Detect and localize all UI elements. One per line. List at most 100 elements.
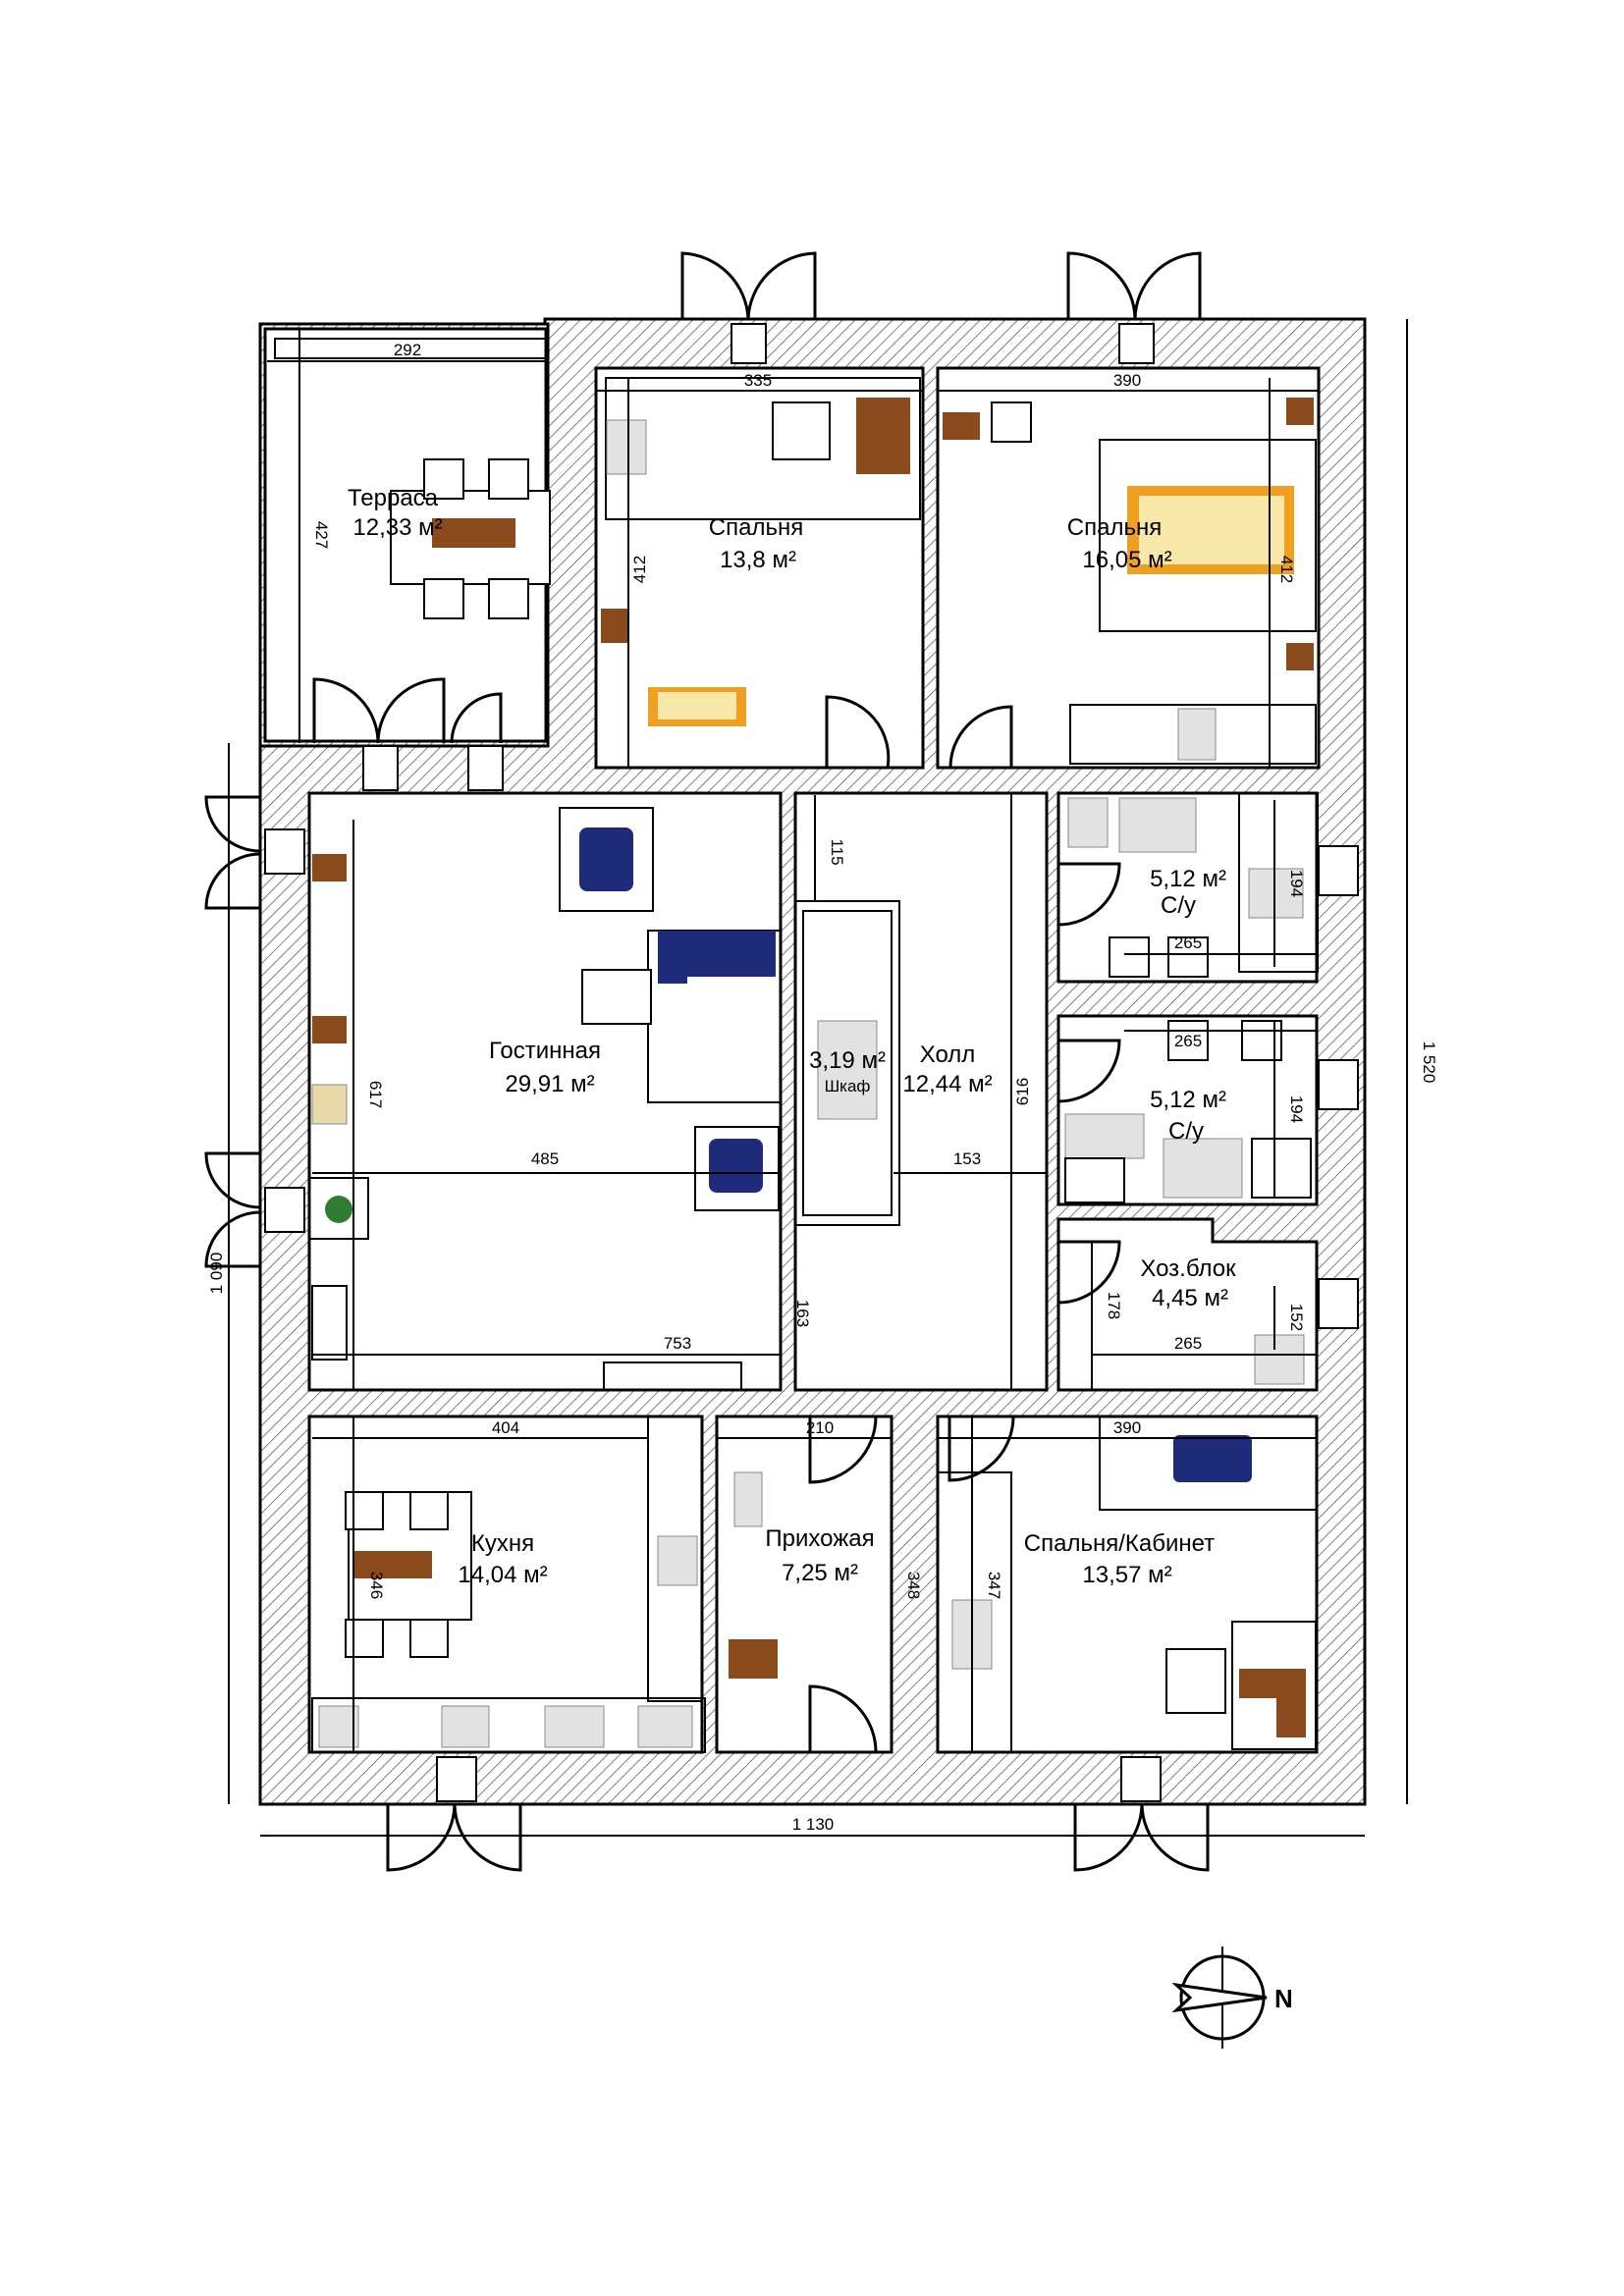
living-plant — [325, 1196, 352, 1223]
dim-hall-depth: 616 — [1013, 1078, 1032, 1105]
terrace-beam — [274, 338, 549, 359]
room-labels: Терраса 12,33 м² Спальня 13,8 м² Спальня… — [348, 485, 1236, 1588]
windows — [264, 323, 1359, 1802]
room-living — [307, 791, 783, 1392]
window-terrace-2 — [467, 745, 504, 791]
kitchen-appliance-3 — [544, 1705, 605, 1748]
window-right-3 — [1318, 1278, 1359, 1329]
bedroom2-stool — [991, 401, 1032, 443]
kitchen-chair-4 — [409, 1619, 449, 1658]
bed-zone — [1099, 439, 1317, 632]
entry-dresser — [729, 1639, 778, 1679]
entry-wardrobe — [733, 1471, 763, 1527]
door-entry-top — [808, 1415, 878, 1484]
compass: N — [1171, 1947, 1293, 2049]
dim-bath2-width: 265 — [1174, 1032, 1202, 1050]
dim-living-depth: 617 — [366, 1081, 385, 1108]
terrace-table — [432, 518, 515, 548]
window-right-1 — [1318, 845, 1359, 896]
utility-boiler — [1254, 1334, 1305, 1385]
window-left-2 — [264, 1187, 305, 1233]
hall-area: 12,44 м² — [902, 1071, 992, 1097]
window-top-1 — [731, 323, 767, 364]
hall-name: Холл — [920, 1041, 976, 1068]
dim-bedroom2-depth: 412 — [1277, 556, 1296, 583]
dim-hall-width: 153 — [953, 1149, 981, 1168]
dim-bedroom2-width: 390 — [1113, 371, 1141, 390]
bath2-washer — [1251, 1138, 1312, 1199]
living-shelf-2 — [312, 1016, 347, 1043]
furniture — [311, 398, 1317, 1750]
door-left-3 — [204, 1151, 261, 1209]
living-sofa — [658, 931, 776, 984]
dim-living-width: 485 — [531, 1149, 559, 1168]
door-terrace-2 — [376, 677, 446, 744]
bedroom1-mattress — [658, 692, 736, 720]
dim-utility-depth: 178 — [1105, 1292, 1123, 1319]
terrace-chair-2 — [488, 458, 529, 500]
door-terrace-1 — [312, 677, 380, 744]
room-utility — [1056, 1217, 1319, 1392]
study-wardrobe — [937, 1471, 1012, 1753]
door-bottom-4 — [1140, 1803, 1210, 1872]
kitchen-area: 14,04 м² — [458, 1562, 547, 1588]
kitchen-table — [353, 1551, 432, 1578]
kitchen-name: Кухня — [471, 1530, 534, 1557]
bedroom1-chair — [772, 401, 831, 460]
bedroom2-mattress — [1139, 496, 1284, 564]
window-top-2 — [1118, 323, 1155, 364]
bath2-toilet — [1167, 1020, 1209, 1061]
closet-name: Шкаф — [825, 1077, 871, 1095]
door-study — [947, 1415, 1015, 1482]
door-top-left-2 — [746, 251, 817, 320]
bath1-sink — [1118, 797, 1197, 853]
dim-kitchen-depth: 346 — [367, 1572, 386, 1599]
door-top-left-1 — [680, 251, 750, 320]
door-bottom-2 — [453, 1803, 522, 1872]
study-name: Спальня/Кабинет — [1024, 1530, 1215, 1557]
bath1-area: 5,12 м² — [1150, 866, 1226, 892]
bedroom2-nightstand-1 — [1286, 398, 1314, 425]
terrace-chair-1 — [423, 458, 464, 500]
bedroom2-nightstand-2 — [1286, 643, 1314, 670]
living-shelf-1 — [312, 854, 347, 881]
bedroom1-area: 13,8 м² — [720, 547, 796, 573]
dim-study-width: 390 — [1113, 1418, 1141, 1437]
dim-bath2-depth: 194 — [1287, 1095, 1306, 1123]
closet-box — [794, 900, 900, 1226]
dim-house-width: 1 130 — [792, 1815, 835, 1834]
bedroom1-name: Спальня — [709, 514, 803, 541]
kitchen-chair-2 — [409, 1491, 449, 1530]
dim-entry-depth: 348 — [904, 1572, 923, 1599]
bedroom1-nightstand — [601, 609, 628, 643]
dim-utility-width: 265 — [1174, 1334, 1202, 1353]
dim-living-total: 753 — [664, 1334, 691, 1353]
living-name: Гостинная — [489, 1038, 601, 1064]
doors — [204, 251, 1210, 1872]
bedroom2-area: 16,05 м² — [1082, 547, 1171, 573]
window-left-1 — [264, 828, 305, 875]
kitchen-appliance-2 — [441, 1705, 490, 1748]
kitchen-fridge — [657, 1535, 698, 1586]
dim-bath1-depth: 194 — [1287, 870, 1306, 897]
kitchen-appliance-4 — [637, 1705, 693, 1748]
study-sofa-zone — [1099, 1415, 1318, 1511]
dim-terrace-width: 292 — [394, 341, 421, 359]
door-top-right-1 — [1066, 251, 1137, 320]
door-top-right-2 — [1133, 251, 1202, 320]
terrace-chair-3 — [423, 578, 464, 619]
study-chair — [1165, 1648, 1226, 1714]
dim-utility-small: 152 — [1287, 1304, 1306, 1331]
plant-zone — [308, 1177, 369, 1240]
dim-bedroom1-depth: 412 — [630, 556, 649, 583]
utility-area: 4,45 м² — [1152, 1285, 1228, 1311]
closet-area: 3,19 м² — [809, 1047, 886, 1074]
living-armchair — [579, 828, 633, 891]
door-bath1 — [1057, 862, 1121, 927]
dim-hall-lower: 163 — [793, 1300, 812, 1327]
dim-terrace-depth: 427 — [312, 521, 331, 549]
dim-house-total-depth: 1 520 — [1420, 1041, 1438, 1084]
door-left-1 — [204, 795, 261, 853]
door-bedroom1 — [825, 695, 891, 769]
